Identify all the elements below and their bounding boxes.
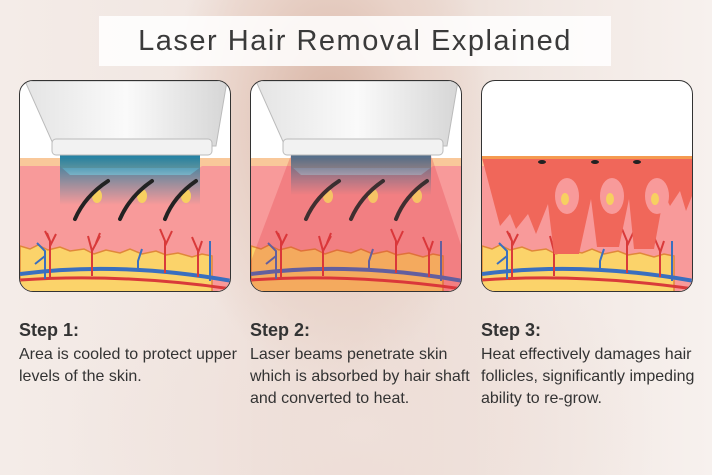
step-3-label: Step 3:	[481, 320, 542, 340]
step-2: Step 2: Laser beams penetrate skin which…	[250, 320, 470, 410]
step-1-label: Step 1:	[19, 320, 80, 340]
step-2-text: Laser beams penetrate skin which is abso…	[250, 346, 470, 407]
step-3: Step 3: Heat effectively damages hair fo…	[481, 320, 696, 410]
page-title: Laser Hair Removal Explained	[99, 16, 611, 66]
step-1: Step 1: Area is cooled to protect upper …	[19, 320, 239, 388]
step-1-illustration	[19, 80, 231, 292]
step-3-text: Heat effectively damages hair follicles,…	[481, 346, 695, 407]
step-2-label: Step 2:	[250, 320, 311, 340]
step-2-illustration	[250, 80, 462, 292]
step-3-illustration	[481, 80, 693, 292]
step-1-text: Area is cooled to protect upper levels o…	[19, 346, 237, 385]
